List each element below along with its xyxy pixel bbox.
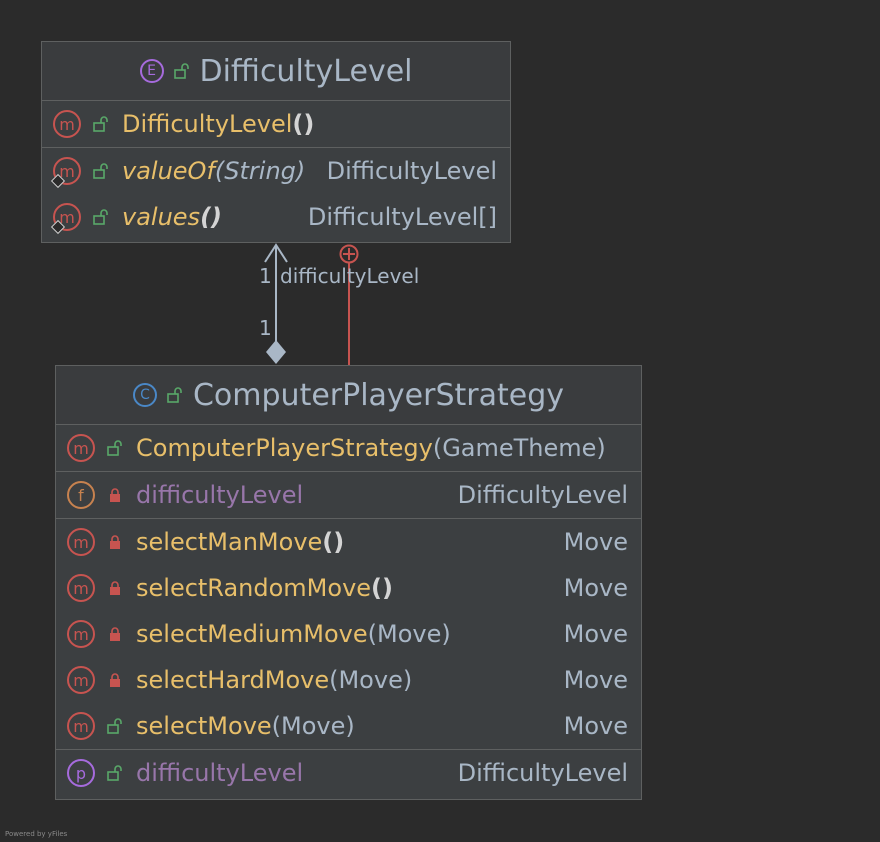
method-signature: selectHardMove(Move) — [136, 666, 412, 694]
method-params: () — [371, 574, 393, 602]
class-constructor-row[interactable]: m ComputerPlayerStrategy(GameTheme) — [56, 425, 641, 471]
method-signature: valueOf(String) — [122, 157, 305, 185]
class-property-row[interactable]: p difficultyLevel DifficultyLevel — [56, 750, 641, 796]
property-type: DifficultyLevel — [457, 759, 628, 787]
public-lock-icon — [173, 63, 189, 79]
method-params: (Move) — [329, 666, 413, 694]
method-params: () — [200, 203, 222, 231]
property-name: difficultyLevel — [136, 759, 304, 787]
private-lock-icon — [110, 488, 120, 502]
method-kind-icon: m — [53, 157, 81, 185]
method-params: (Move) — [271, 712, 355, 740]
private-lock-icon — [110, 627, 120, 641]
class-name: ComputerPlayerStrategy — [192, 377, 565, 413]
method-kind-icon: m — [67, 574, 95, 602]
constructor-name: DifficultyLevel — [122, 110, 293, 138]
enum-method-row-valueof[interactable]: m valueOf(String) DifficultyLevel — [42, 148, 510, 194]
composition-diamond — [266, 340, 286, 364]
method-signature: selectMediumMove(Move) — [136, 620, 451, 648]
method-params: (Move) — [367, 620, 451, 648]
field-name: difficultyLevel — [136, 481, 304, 509]
public-lock-icon — [107, 765, 122, 781]
method-signature: selectMove(Move) — [136, 712, 355, 740]
class-field-row[interactable]: f difficultyLevel DifficultyLevel — [56, 472, 641, 518]
public-lock-icon — [93, 116, 108, 132]
method-kind-icon: m — [53, 203, 81, 231]
method-kind-icon: m — [67, 434, 95, 462]
method-name: valueOf — [122, 157, 215, 185]
method-params: () — [322, 528, 345, 556]
association-role-label: difficultyLevel — [280, 264, 420, 288]
enum-name: DifficultyLevel — [199, 53, 413, 89]
method-return-type: Move — [563, 666, 628, 694]
method-return-type: Move — [563, 620, 628, 648]
association-arrowhead — [264, 243, 288, 263]
class-method-row[interactable]: m selectMove(Move) Move — [56, 703, 641, 749]
constructor-params: () — [292, 110, 315, 138]
method-signature: values() — [122, 203, 222, 231]
private-lock-icon — [110, 581, 120, 595]
public-lock-icon — [107, 718, 122, 734]
difficulty-level-enum-box[interactable]: E DifficultyLevel m DifficultyLevel() m … — [41, 41, 511, 243]
target-multiplicity: 1 — [259, 316, 272, 340]
public-lock-icon — [93, 163, 108, 179]
constructor-signature: ComputerPlayerStrategy(GameTheme) — [136, 434, 606, 462]
property-kind-icon: p — [67, 759, 95, 787]
private-lock-icon — [110, 535, 120, 549]
class-method-row[interactable]: m selectManMove() Move — [56, 519, 641, 565]
class-method-row[interactable]: m selectHardMove(Move) Move — [56, 657, 641, 703]
class-properties: p difficultyLevel DifficultyLevel — [56, 750, 641, 796]
class-header: C ComputerPlayerStrategy — [56, 366, 641, 425]
enum-constructors: m DifficultyLevel() — [42, 101, 510, 148]
method-name: selectRandomMove — [136, 574, 372, 602]
method-kind-icon: m — [67, 712, 95, 740]
method-return-type: Move — [563, 712, 628, 740]
constructor-params: (GameTheme) — [432, 434, 606, 462]
class-fields: f difficultyLevel DifficultyLevel — [56, 472, 641, 519]
private-lock-icon — [110, 673, 120, 687]
class-methods: m selectManMove() Move m selectRandomMov… — [56, 519, 641, 750]
public-lock-icon — [93, 209, 108, 225]
method-kind-icon: m — [67, 620, 95, 648]
method-name: selectMove — [136, 712, 272, 740]
method-name: values — [122, 203, 201, 231]
method-name: selectManMove — [136, 528, 323, 556]
computer-player-strategy-class-box[interactable]: C ComputerPlayerStrategy m ComputerPlaye… — [55, 365, 642, 800]
class-method-row[interactable]: m selectRandomMove() Move — [56, 565, 641, 611]
method-return-type: Move — [563, 574, 628, 602]
method-signature: selectManMove() — [136, 528, 344, 556]
method-kind-icon: m — [67, 666, 95, 694]
public-lock-icon — [167, 387, 182, 403]
method-kind-icon: m — [67, 528, 95, 556]
enum-header: E DifficultyLevel — [42, 42, 510, 101]
field-type: DifficultyLevel — [457, 481, 628, 509]
public-lock-icon — [107, 440, 122, 456]
field-kind-icon: f — [67, 481, 95, 509]
method-name: selectHardMove — [136, 666, 330, 694]
class-method-row[interactable]: m selectMediumMove(Move) Move — [56, 611, 641, 657]
method-name: selectMediumMove — [136, 620, 368, 648]
enum-constructor-row[interactable]: m DifficultyLevel() — [42, 101, 510, 147]
class-kind-icon: C — [132, 383, 157, 407]
method-return-type: DifficultyLevel — [326, 157, 497, 185]
method-signature: selectRandomMove() — [136, 574, 393, 602]
source-multiplicity: 1 — [259, 264, 272, 288]
constructor-name: ComputerPlayerStrategy — [136, 434, 433, 462]
footer-credit: Powered by yFiles — [5, 830, 68, 838]
enum-methods: m valueOf(String) DifficultyLevel m valu… — [42, 148, 510, 240]
method-return-type: DifficultyLevel[] — [307, 203, 497, 231]
method-kind-icon: m — [53, 110, 81, 138]
method-params: (String) — [214, 157, 306, 185]
constructor-signature: DifficultyLevel() — [122, 110, 314, 138]
method-return-type: Move — [563, 528, 628, 556]
class-constructors: m ComputerPlayerStrategy(GameTheme) — [56, 425, 641, 472]
enum-method-row-values[interactable]: m values() DifficultyLevel[] — [42, 194, 510, 240]
enum-kind-icon: E — [139, 59, 164, 83]
